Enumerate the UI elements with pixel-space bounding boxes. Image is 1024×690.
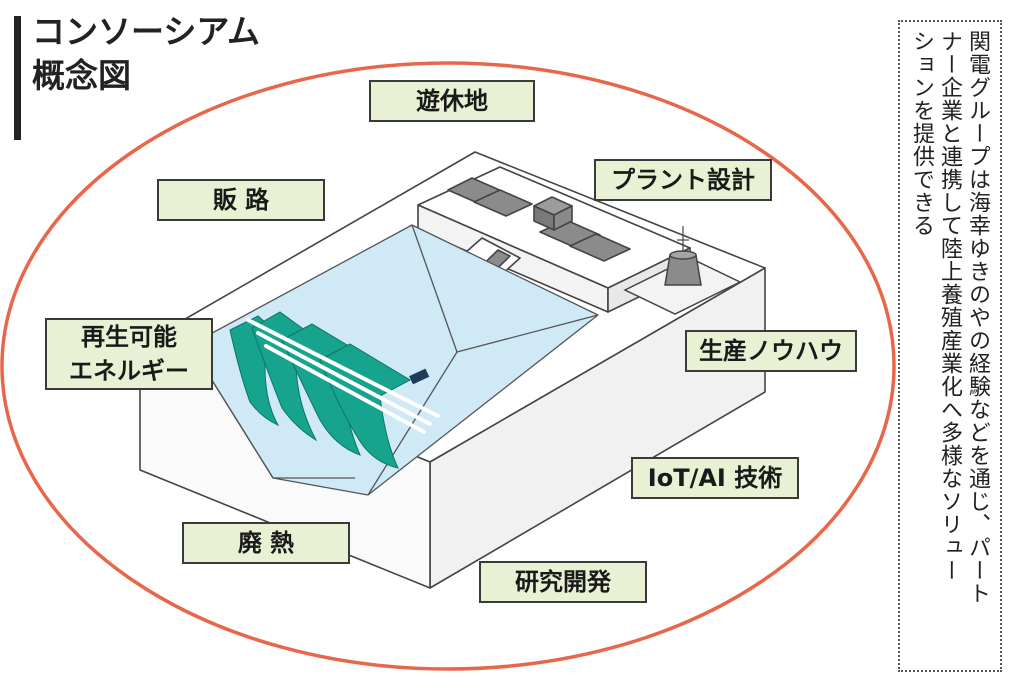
consortium-ellipse xyxy=(0,61,896,671)
label-sales-channel: 販 路 xyxy=(157,179,325,221)
tank-2 xyxy=(473,189,533,217)
label-research-development: 研究開発 xyxy=(479,561,647,603)
label-production-knowhow: 生産ノウハウ xyxy=(685,330,857,372)
monitoring-buoy xyxy=(409,368,430,385)
cultivation-lines xyxy=(246,318,440,434)
equipment-box-front xyxy=(553,205,573,231)
side-note-box: 関電グループは海幸ゆきのやの経験などを通じ、パート ナー企業と連携して陸上養殖産… xyxy=(898,20,1002,672)
note-column-2: ナー企業と連携して陸上養殖産業化へ多様なソリュー xyxy=(937,30,962,582)
title-line-2: 概念図 xyxy=(32,56,131,95)
tank-4 xyxy=(569,233,631,262)
diagram-title: コンソーシアム 概念図 xyxy=(32,10,312,98)
title-accent-bar xyxy=(14,16,21,140)
label-idle-land: 遊休地 xyxy=(369,80,535,122)
label-renewable-energy: 再生可能 エネルギー xyxy=(45,318,213,390)
label-iot-ai: IoT/AI 技術 xyxy=(631,457,799,499)
label-renewable-energy-line2: エネルギー xyxy=(69,357,189,385)
label-plant-design: プラント設計 xyxy=(594,159,772,201)
silo xyxy=(623,226,742,315)
label-waste-heat: 廃 熱 xyxy=(182,522,350,564)
label-renewable-energy-line1: 再生可能 xyxy=(81,323,177,351)
note-column-1: 関電グループは海幸ゆきのやの経験などを通じ、パート xyxy=(965,30,990,605)
note-column-3: ションを提供できる xyxy=(909,30,934,237)
title-line-1: コンソーシアム xyxy=(32,12,261,51)
